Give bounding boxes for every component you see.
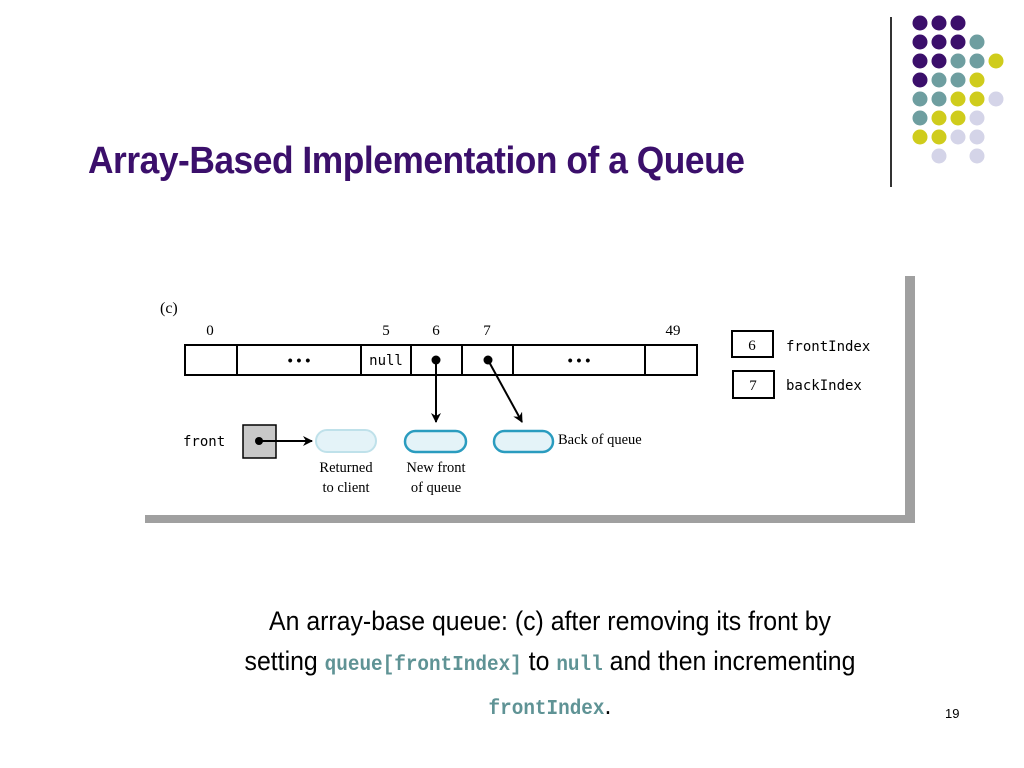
- decorative-dot: [912, 72, 928, 88]
- decorative-dot: [969, 72, 985, 88]
- decorative-dot: [931, 34, 947, 50]
- returned-label-line2: to client: [322, 480, 369, 496]
- decorative-dot: [950, 34, 966, 50]
- decorative-dot: [912, 91, 928, 107]
- decorative-dot: [969, 53, 985, 69]
- decorative-dot: [950, 53, 966, 69]
- caption-text: and then incrementing: [609, 646, 856, 676]
- returned-node: [315, 429, 377, 453]
- array-cell: [184, 344, 238, 376]
- back-index-box: [732, 370, 775, 399]
- decorative-dot: [931, 110, 947, 126]
- caption-text: .: [604, 690, 612, 720]
- caption-line-1: An array-base queue: (c) after removing …: [136, 606, 964, 637]
- decorative-dot: [912, 34, 928, 50]
- index-label: 49: [666, 323, 681, 339]
- decorative-dot: [912, 53, 928, 69]
- slide-title: Array-Based Implementation of a Queue: [88, 140, 745, 182]
- caption-line-3: frontIndex.: [136, 690, 964, 721]
- index-label: 0: [206, 323, 214, 339]
- decorative-dot: [931, 129, 947, 145]
- index-label: 5: [382, 323, 390, 339]
- back-of-queue-label: Back of queue: [558, 432, 642, 448]
- decorative-dot: [950, 91, 966, 107]
- decorative-dot: [950, 72, 966, 88]
- decorative-dot: [969, 34, 985, 50]
- queue-diagram: (c) 0 5 6 7 49 • • • null • • • 6 frontI…: [160, 300, 870, 496]
- part-label: (c): [160, 300, 178, 317]
- front-variable-label: front: [183, 434, 225, 450]
- decorative-dot: [931, 53, 947, 69]
- decorative-dot: [969, 110, 985, 126]
- index-label: 6: [432, 323, 440, 339]
- decorative-dot: [912, 15, 928, 31]
- array-cell: [236, 344, 362, 376]
- caption-code-queue-frontindex: queue[frontIndex]: [324, 654, 522, 677]
- caption-line-2: setting queue[frontIndex] to null and th…: [136, 646, 964, 677]
- caption-code-null: null: [556, 654, 603, 677]
- decorative-dot-grid: [912, 15, 1004, 164]
- front-index-label: frontIndex: [786, 339, 870, 355]
- decorative-dot: [931, 15, 947, 31]
- decorative-dot: [912, 129, 928, 145]
- null-cell-text: null: [369, 353, 403, 369]
- index-label: 7: [483, 323, 491, 339]
- ellipsis: • • •: [288, 352, 311, 368]
- array-cell: [512, 344, 646, 376]
- title-divider-line: [890, 17, 892, 187]
- caption-text: An array-base queue: (c) after removing …: [269, 606, 831, 636]
- back-index-value: 7: [749, 378, 757, 394]
- decorative-dot: [931, 72, 947, 88]
- decorative-dot: [988, 53, 1004, 69]
- returned-label-line1: Returned: [319, 460, 373, 476]
- decorative-dot: [931, 91, 947, 107]
- arrow-to-back: [487, 359, 523, 423]
- caption-text: setting: [244, 646, 318, 676]
- queue-figure: [140, 268, 905, 515]
- ellipsis: • • •: [568, 352, 591, 368]
- back-index-label: backIndex: [786, 378, 862, 394]
- page-number: 19: [945, 706, 960, 721]
- decorative-dot: [969, 129, 985, 145]
- decorative-dot: [950, 110, 966, 126]
- front-index-box: [731, 330, 774, 358]
- decorative-dot: [950, 15, 966, 31]
- array-cell: [644, 344, 698, 376]
- caption-code-frontindex: frontIndex: [488, 698, 605, 721]
- decorative-dot: [969, 91, 985, 107]
- new-front-label-line2: of queue: [411, 480, 461, 496]
- back-node: [492, 429, 555, 454]
- new-front-node: [403, 429, 468, 454]
- front-index-value: 6: [748, 338, 756, 354]
- caption-text: to: [528, 646, 550, 676]
- decorative-dot: [950, 129, 966, 145]
- decorative-dot: [969, 148, 985, 164]
- decorative-dot: [988, 91, 1004, 107]
- new-front-label-line1: New front: [406, 460, 465, 476]
- decorative-dot: [931, 148, 947, 164]
- array: [184, 344, 698, 376]
- decorative-dot: [912, 110, 928, 126]
